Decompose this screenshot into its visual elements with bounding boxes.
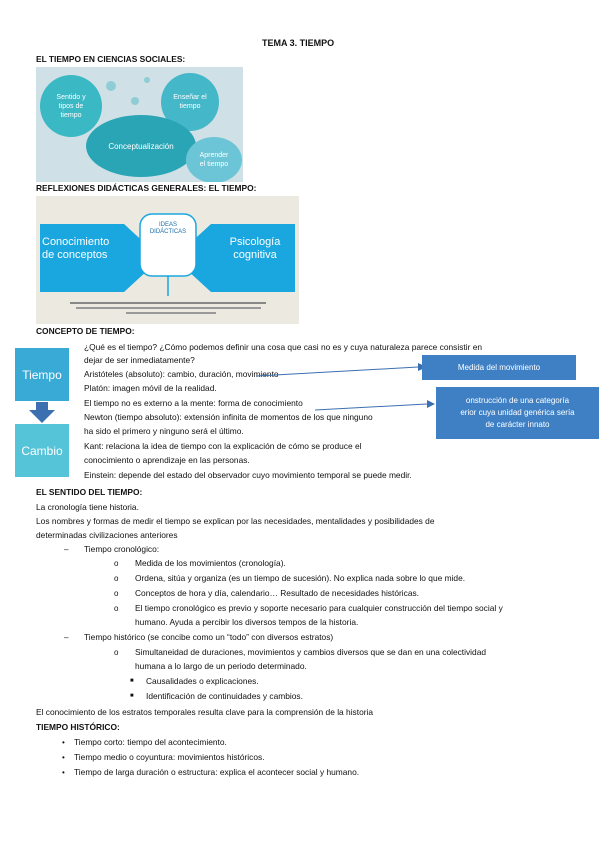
historico-item-1b: humana a lo largo de un periodo determin… xyxy=(135,661,307,671)
section-heading-tiempo-historico: TIEMPO HISTÓRICO: xyxy=(36,722,120,732)
concept-line-1: ¿Qué es el tiempo? ¿Cómo podemos definir… xyxy=(84,342,483,352)
sentido-dash-1: Tiempo cronológico: xyxy=(84,544,160,554)
diagram2-left-label: Conocimiento de conceptos xyxy=(42,236,110,261)
historico-subitem-1: Causalidades o explicaciones. xyxy=(146,676,259,686)
section-heading-sentido: EL SENTIDO DEL TIEMPO: xyxy=(36,487,143,497)
bubble-sentido-tipos: Sentido y tipos de tiempo xyxy=(40,75,102,137)
section-heading-reflexiones: REFLEXIONES DIDÁCTICAS GENERALES: EL TIE… xyxy=(36,183,257,193)
sentido-line-3: determinadas civilizaciones anteriores xyxy=(36,530,178,540)
disc-bullet: • xyxy=(62,738,65,747)
circle-bullet: o xyxy=(114,559,119,568)
historico-item-1a: Simultaneidad de duraciones, movimientos… xyxy=(135,647,487,657)
square-bullet: ■ xyxy=(130,693,134,699)
dash-bullet: – xyxy=(64,545,69,554)
diagram2-right-label: Psicología cognitiva xyxy=(229,236,281,261)
section-heading-concepto: CONCEPTO DE TIEMPO: xyxy=(36,326,135,336)
connector-arrows xyxy=(256,363,435,411)
disc-bullet: • xyxy=(62,768,65,777)
cronologico-item-4b: humano. Ayuda a percibir los diversos te… xyxy=(135,617,359,627)
concept-line-4: Platón: imagen móvil de la realidad. xyxy=(84,383,217,393)
historico-subitem-2: Identificación de continuidades y cambio… xyxy=(146,691,303,701)
historico-list-item-1: Tiempo corto: tiempo del acontecimiento. xyxy=(74,737,227,747)
circle-bullet: o xyxy=(114,589,119,598)
concept-line-10: Einstein: depende del estado del observa… xyxy=(84,470,412,480)
square-bullet: ■ xyxy=(130,678,134,684)
arrow-down-icon xyxy=(29,402,55,423)
diagram-tiempo-ciencias-sociales: Sentido y tipos de tiempo Enseñar el tie… xyxy=(36,67,243,182)
concept-line-9: conocimiento o aprendizaje en las person… xyxy=(84,455,250,465)
bubble-aprender: Aprender el tiempo xyxy=(186,137,242,182)
cronologico-item-2: Ordena, sitúa y organiza (es un tiempo d… xyxy=(135,573,466,583)
concept-line-7: ha sido el primero y ninguno será el últ… xyxy=(84,426,244,436)
circle-bullet: o xyxy=(114,648,119,657)
diagram2-center-label: IDEAS DIDÁCTICAS xyxy=(149,222,187,235)
concept-line-8: Kant: relaciona la idea de tiempo con la… xyxy=(84,441,362,451)
cronologico-item-3: Conceptos de hora y día, calendario… Res… xyxy=(135,588,419,598)
bubble-conceptualizacion: Conceptualización xyxy=(86,115,196,177)
concept-line-3: Aristóteles (absoluto): cambio, duración… xyxy=(84,369,279,379)
callout-medida-movimiento: Medida del movimiento xyxy=(422,355,576,380)
concept-line-2: dejar de ser inmediatamente? xyxy=(84,355,195,365)
disc-bullet: • xyxy=(62,753,65,762)
dash-bullet: – xyxy=(64,633,69,642)
concept-box-cambio: Cambio xyxy=(15,424,69,477)
sentido-conclusion: El conocimiento de los estratos temporal… xyxy=(36,707,374,717)
cronologico-item-4a: El tiempo cronológico es previo y soport… xyxy=(135,603,503,613)
sentido-line-2: Los nombres y formas de medir el tiempo … xyxy=(36,516,435,526)
page-title: TEMA 3. TIEMPO xyxy=(262,38,335,48)
concept-box-tiempo: Tiempo xyxy=(15,348,69,401)
callout-construccion-categoria: onstrucción de una categoría erior cuya … xyxy=(436,387,599,439)
concept-line-6: Newton (tiempo absoluto): extensión infi… xyxy=(84,412,373,422)
section-heading-tiempo-ciencias-sociales: EL TIEMPO EN CIENCIAS SOCIALES: xyxy=(36,54,186,64)
sentido-dash-2: Tiempo histórico (se concibe como un “to… xyxy=(84,632,334,642)
sentido-line-1: La cronología tiene historia. xyxy=(36,502,139,512)
historico-list-item-2: Tiempo medio o coyuntura: movimientos hi… xyxy=(74,752,265,762)
circle-bullet: o xyxy=(114,574,119,583)
cronologico-item-1: Medida de los movimientos (cronología). xyxy=(135,558,286,568)
diagram-reflexiones-didacticas: Conocimiento de conceptos Psicología cog… xyxy=(36,196,299,324)
concept-line-5: El tiempo no es externo a la mente: form… xyxy=(84,398,303,408)
circle-bullet: o xyxy=(114,604,119,613)
historico-list-item-3: Tiempo de larga duración o estructura: e… xyxy=(74,767,360,777)
